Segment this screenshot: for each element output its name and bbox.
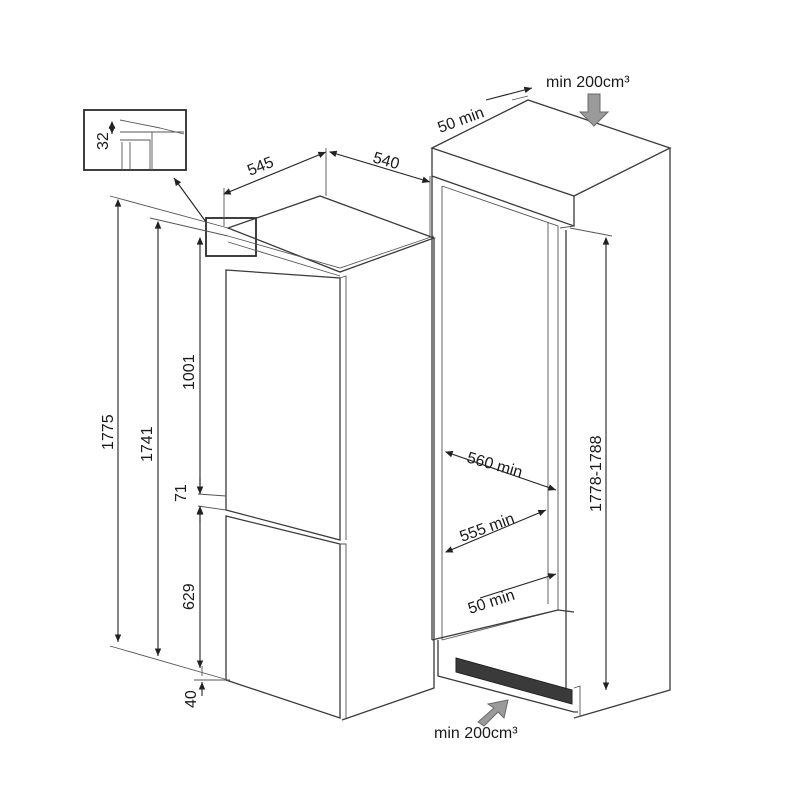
arrow-down-icon [578,93,610,127]
ventilation-bottom: min 200cm³ [434,699,518,742]
dim-niche-width: 555 min [458,510,517,545]
vent-bottom-label: min 200cm³ [434,725,518,742]
dim-depth: 545 [245,154,276,180]
ventilation-top: min 200cm³ [546,74,630,127]
dim-niche-bottom-gap: 50 min [466,587,517,618]
vent-top-label: min 200cm³ [546,74,630,91]
niche-dimensions: 50 min 1778-1788 560 min 555 min 50 min [436,86,613,690]
dim-detail-gap: 32 [95,132,112,150]
dim-height-upper-door: 1001 [181,354,198,390]
dim-plinth: 40 [183,690,200,708]
niche-cabinet [430,99,672,719]
detail-pointer [173,177,207,223]
appliance [197,195,436,721]
dim-height-body: 1741 [139,426,156,462]
dim-height-lower-door: 629 [181,583,198,610]
dim-height-total: 1775 [100,414,117,450]
detail-inset: 32 [83,109,187,171]
dim-niche-depth: 560 min [465,450,524,482]
appliance-dimensions: 1775 1741 1001 71 629 40 [100,195,230,708]
top-dimensions: 545 540 [222,148,431,236]
dim-niche-height: 1778-1788 [588,435,605,512]
arrow-up-right-icon [477,699,509,727]
dim-door-gap: 71 [173,484,190,502]
dim-width: 540 [371,150,401,174]
dim-niche-rear-gap: 50 min [436,104,487,136]
detail-callout-box [205,217,257,257]
